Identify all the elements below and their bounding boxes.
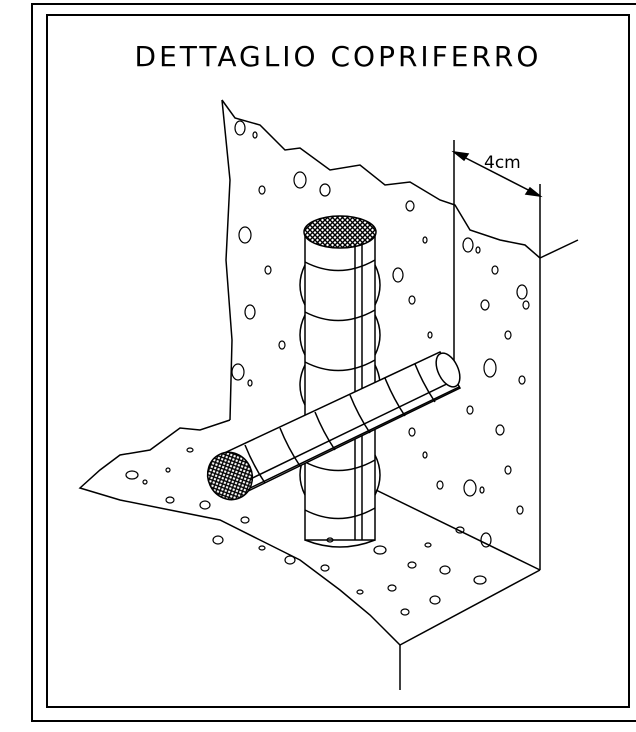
dimension-line <box>453 151 541 197</box>
horizontal-rebar <box>206 351 462 501</box>
drawing-title: DETTAGLIO COPRIFERRO <box>134 40 542 73</box>
vertical-rebar <box>299 215 381 548</box>
back-wall <box>221 99 541 421</box>
concrete-aggregate <box>125 120 530 616</box>
dimension-arrow-right <box>524 186 543 198</box>
inner-frame <box>46 14 630 708</box>
outer-frame <box>31 3 636 722</box>
dimension-arrow-left <box>451 150 470 162</box>
right-wall <box>375 239 579 571</box>
cover-dimension <box>451 140 543 380</box>
dimension-label: 4cm <box>484 153 521 173</box>
floor-slab <box>78 419 541 690</box>
